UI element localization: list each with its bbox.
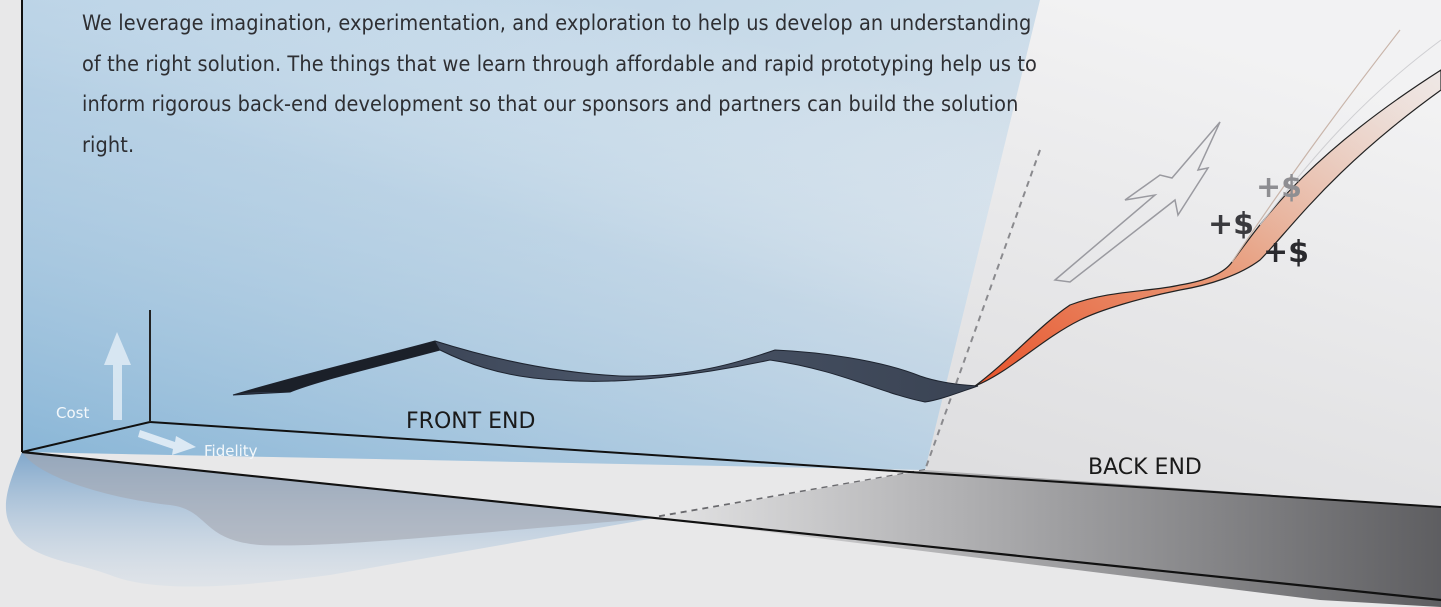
cost-marker-3: +$ — [1263, 235, 1309, 270]
cost-marker-1: +$ — [1208, 207, 1254, 242]
intro-paragraph: We leverage imagination, experimentation… — [82, 11, 1037, 158]
front-end-label: FRONT END — [406, 409, 535, 434]
front-back-divider — [924, 149, 1041, 471]
floor-divider — [654, 469, 926, 518]
fidelity-axis-label: Fidelity — [204, 442, 258, 460]
front-end-ribbon-underside — [233, 341, 440, 395]
fidelity-arrow-icon — [138, 430, 196, 455]
back-end-wall — [925, 0, 1441, 510]
back-end-label: BACK END — [1088, 455, 1202, 480]
floor-front-edge — [21, 450, 1441, 602]
back-end-ribbon — [974, 69, 1441, 387]
floor-back-edge — [149, 421, 1441, 508]
growth-arrow-icon — [1053, 121, 1221, 283]
cost-marker-2: +$ — [1256, 170, 1302, 205]
cost-arrow-icon — [104, 332, 131, 420]
cost-axis-label: Cost — [56, 404, 89, 422]
back-end-floor — [655, 470, 1441, 607]
front-end-shadow-2 — [22, 452, 655, 546]
back-end-ribbon-edge-2 — [1259, 39, 1441, 226]
back-end-ribbon-edge — [1231, 29, 1401, 263]
floor-left-edge — [21, 421, 151, 453]
front-end-ribbon — [232, 340, 979, 403]
